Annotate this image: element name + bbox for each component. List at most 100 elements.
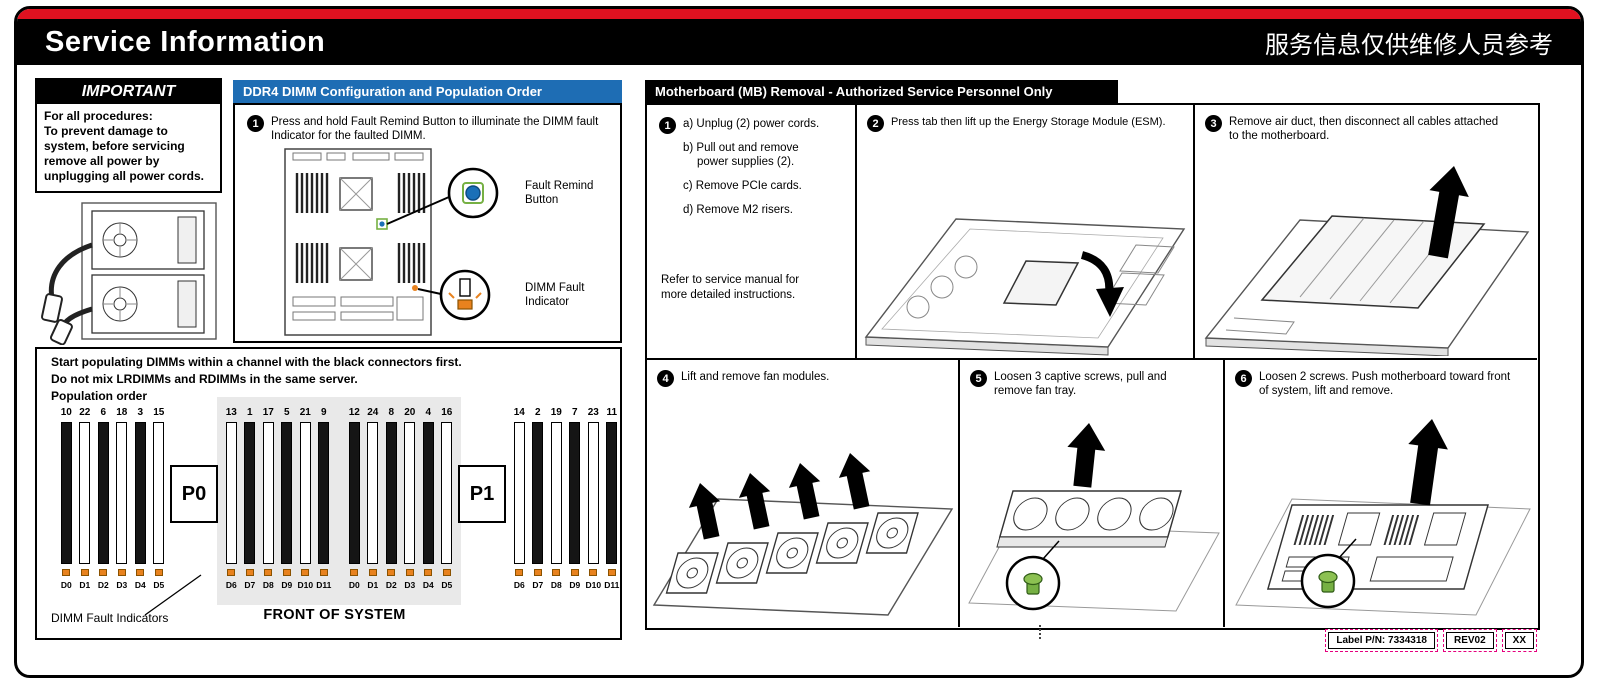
dimm-fault-indicator: [552, 569, 561, 576]
dimm-slot-connector: [550, 422, 562, 564]
up-arrow-icon: [1408, 419, 1448, 506]
up-arrow-icon: [738, 473, 771, 530]
mb-step-1-panel: 1 a) Unplug (2) power cords. b) Pull out…: [647, 105, 857, 360]
dimm-fault-indicator: [387, 569, 396, 576]
dimm-slot-connector: [79, 422, 91, 564]
dimm-slot-connector: [367, 422, 379, 564]
page-title: Service Information: [45, 25, 326, 58]
fan-modules-illustration: [652, 453, 954, 616]
label-xx: XX: [1504, 632, 1534, 649]
step-4-text: Lift and remove fan modules.: [681, 371, 830, 383]
step-1-item-b: b) Pull out and remove power supplies (2…: [683, 142, 799, 168]
dimm-fault-indicator: [570, 569, 579, 576]
registration-mark: [1039, 625, 1041, 639]
dimm-slot-connector: [532, 422, 544, 564]
population-rule-1: Start populating DIMMs within a channel …: [51, 355, 462, 369]
dimm-fault-indicator: [589, 569, 598, 576]
dimm-slot-connector: [299, 422, 311, 564]
front-of-system-label: FRONT OF SYSTEM: [263, 607, 406, 623]
dimm-fault-led-on-board: [412, 285, 418, 291]
dimm-fault-indicator: [62, 569, 71, 576]
captive-screw-icon: [1318, 570, 1338, 584]
dimm-fault-indicator: [227, 569, 236, 576]
cpu1-label-box: P1: [458, 465, 506, 523]
fault-remind-label: Fault Remind Button: [525, 180, 594, 206]
ddr4-section: 1 Press and hold Fault Remind Button to …: [233, 103, 622, 343]
up-arrow-icon: [1067, 423, 1106, 488]
label-rev: REV02: [1445, 632, 1494, 649]
dimm-fault-indicator: [117, 569, 126, 576]
dimm-fault-indicator: [99, 569, 108, 576]
title-bar: Service Information 服务信息仅供维修人员参考: [17, 19, 1581, 65]
up-arrow-icon: [838, 453, 871, 510]
xx-dash-frame: XX: [1501, 629, 1537, 652]
power-cord-1: [48, 242, 93, 300]
step-1-item-d: d) Remove M2 risers.: [683, 204, 793, 216]
population-order-box: Start populating DIMMs within a channel …: [35, 347, 622, 640]
fan-row: [665, 512, 919, 594]
dimm-fault-indicator: [405, 569, 414, 576]
power-plug-2: [49, 319, 73, 345]
air-duct-removal-illustration: [1204, 166, 1530, 356]
dimm-slot-connector: [116, 422, 128, 564]
dimm-fault-indicator: [154, 569, 163, 576]
cpu0-label-box: P0: [170, 465, 218, 523]
dimm-fault-indicator: [607, 569, 616, 576]
dimm-fault-indicator: [533, 569, 542, 576]
ddr4-section-heading: DDR4 DIMM Configuration and Population O…: [233, 80, 622, 103]
dimm-slot-clusters: [295, 173, 426, 283]
dimm-slot-connector: [348, 422, 360, 564]
motherboard-illustration: [284, 148, 499, 336]
step-6-text: Loosen 2 screws. Push motherboard toward…: [1259, 371, 1511, 397]
step-1-note: Refer to service manual for more detaile…: [661, 274, 800, 301]
dimm-slot-connector: [244, 422, 256, 564]
esm-removal-illustration: [864, 218, 1186, 356]
dimm-fault-indicator: [282, 569, 291, 576]
ddr4-step-1: 1 Press and hold Fault Remind Button to …: [247, 115, 609, 143]
motherboard-removal-illustration: [1235, 419, 1531, 616]
mb-step-2-panel: 2 Press tab then lift up the Energy Stor…: [857, 105, 1195, 360]
dimm-slot-connector: [318, 422, 330, 564]
step-1-item-c: c) Remove PCIe cards.: [683, 180, 802, 192]
step-5-badge: 5: [970, 370, 987, 387]
dimm-fault-indicator: [424, 569, 433, 576]
dimm-fault-indicator: [136, 569, 145, 576]
step-3-text: Remove air duct, then disconnect all cab…: [1229, 116, 1499, 142]
rev-dash-frame: REV02: [1442, 629, 1497, 652]
dimm-slot-connector: [385, 422, 397, 564]
dimm-slot-connector: [441, 422, 453, 564]
dimm-slot-connector: [404, 422, 416, 564]
dimm-slot-connector: [513, 422, 525, 564]
ddr4-step-1-text: Press and hold Fault Remind Button to il…: [271, 116, 599, 142]
dimm-slot-connector: [569, 422, 581, 564]
mb-step-3-panel: 3 Remove air duct, then disconnect all c…: [1195, 105, 1537, 360]
dimm-fault-indicator: [350, 569, 359, 576]
dimm-fault-indicator: [368, 569, 377, 576]
dimm-slot-connector: [60, 422, 72, 564]
important-heading: IMPORTANT: [37, 80, 220, 104]
step-3-badge: 3: [1205, 115, 1222, 132]
step-6-badge: 6: [1235, 370, 1252, 387]
page-title-chinese: 服务信息仅供维修人员参考: [1265, 31, 1553, 59]
up-arrow-icon: [1428, 166, 1469, 259]
dimm-fault-indicator: [245, 569, 254, 576]
fault-indicator-pointer-line: [144, 574, 202, 616]
dimm-slot-connector: [422, 422, 434, 564]
step-1-items: a) Unplug (2) power cords. b) Pull out a…: [683, 117, 851, 227]
dimm-slot-connector: [587, 422, 599, 564]
step-2-text: Press tab then lift up the Energy Storag…: [891, 116, 1166, 128]
